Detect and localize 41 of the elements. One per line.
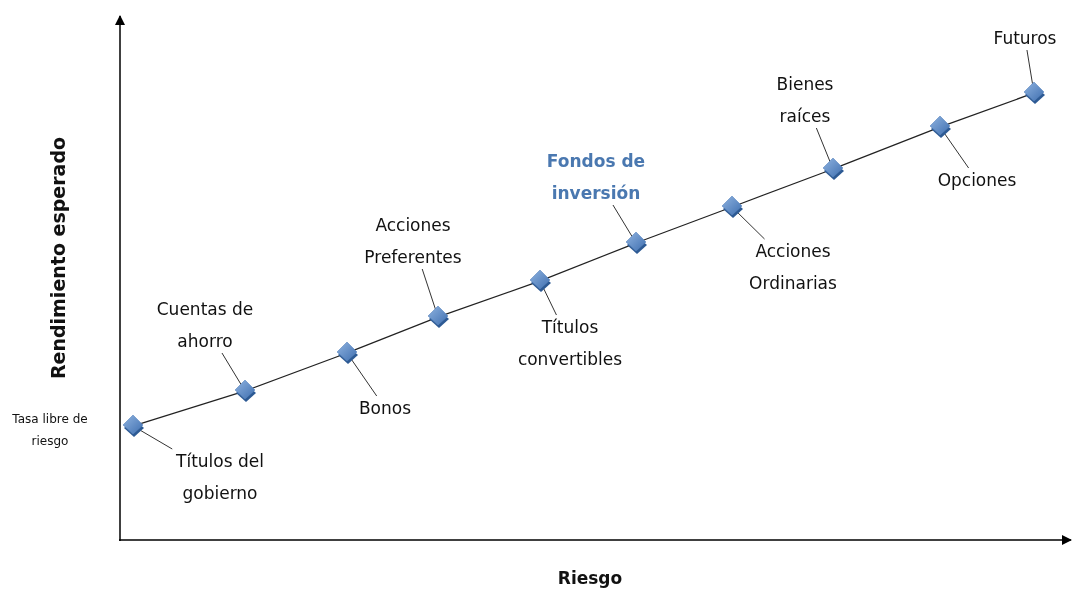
point-label: Fondos de inversión — [531, 145, 661, 209]
point-label: Bonos — [340, 392, 430, 424]
trend-line — [353, 319, 432, 351]
leader-line — [736, 211, 766, 240]
diamond-marker — [821, 157, 845, 181]
diamond-marker — [233, 379, 257, 403]
point-label: Opciones — [927, 164, 1027, 196]
diamond-marker — [624, 231, 648, 255]
diamond-marker — [1022, 81, 1046, 105]
leader-line — [943, 132, 970, 169]
leader-line — [221, 352, 242, 386]
trend-line — [946, 95, 1028, 125]
point-label: Títulos convertibles — [495, 311, 645, 375]
leader-line — [421, 268, 436, 310]
leader-line — [612, 204, 633, 238]
note: Tasa libre de riesgo — [11, 411, 89, 450]
diamond-marker — [426, 305, 450, 329]
point-label: Títulos del gobierno — [155, 445, 285, 509]
diamond-marker — [121, 414, 145, 438]
point-label: Futuros — [980, 22, 1070, 54]
trend-line — [642, 209, 726, 241]
diamond-marker — [528, 269, 552, 293]
point-label: Acciones Preferentes — [343, 209, 483, 273]
leader-line — [1026, 49, 1034, 85]
point-label: Bienes raíces — [765, 68, 845, 132]
point-label: Acciones Ordinarias — [728, 235, 858, 299]
diamond-marker — [335, 341, 359, 365]
diamond-marker — [928, 115, 952, 139]
trend-line — [140, 392, 238, 425]
trend-line — [738, 171, 827, 205]
leader-line — [350, 358, 378, 397]
trend-line — [251, 355, 341, 389]
axis-title: Rendimiento esperado — [47, 136, 69, 380]
leader-line — [542, 287, 557, 316]
trend-line — [839, 129, 934, 167]
trend-line — [546, 245, 630, 279]
diamond-marker — [720, 195, 744, 219]
leader-line — [815, 127, 831, 163]
axis-title: Riesgo — [557, 568, 623, 588]
point-label: Cuentas de ahorro — [150, 293, 260, 357]
trend-line — [444, 283, 534, 315]
